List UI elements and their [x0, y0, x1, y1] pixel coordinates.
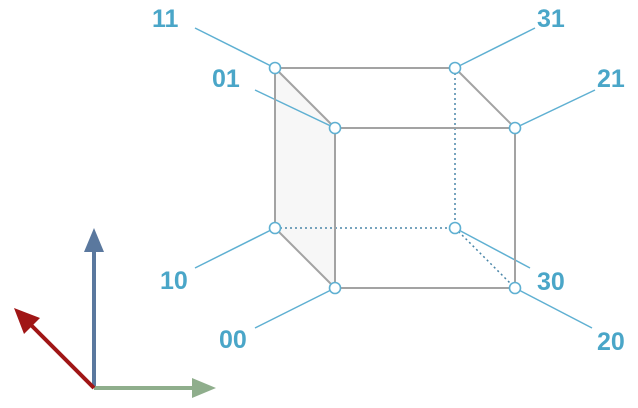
- edge-30-20: [454, 227, 516, 289]
- leader-21: [514, 89, 596, 129]
- node-31: [448, 61, 462, 75]
- vertex-label-00: 00: [219, 326, 247, 354]
- arrow-up-icon: [84, 228, 104, 252]
- node-01: [328, 121, 342, 135]
- leader-10: [194, 227, 276, 269]
- leader-30: [454, 227, 531, 269]
- leader-31: [454, 27, 536, 69]
- edge-10-00: [274, 227, 336, 289]
- axes: [14, 228, 216, 398]
- leader-11: [194, 27, 276, 69]
- node-30: [448, 221, 462, 235]
- visible-edges: [274, 67, 516, 289]
- leader-00: [254, 287, 336, 329]
- node-21: [508, 121, 522, 135]
- vertex-label-20: 20: [597, 328, 625, 356]
- vertex-label-10: 10: [160, 267, 188, 295]
- leader-20: [514, 287, 593, 329]
- vertex-label-21: 21: [597, 65, 625, 93]
- edge-31-21: [454, 67, 516, 129]
- vertex-nodes: [268, 61, 522, 295]
- axis-diag-shaft: [28, 322, 96, 390]
- arrow-diagonal-icon: [14, 308, 40, 334]
- node-11: [268, 61, 282, 75]
- vertex-label-01: 01: [212, 65, 240, 93]
- leader-lines: [194, 27, 596, 329]
- left-face: [275, 68, 335, 288]
- front-face: [334, 127, 516, 289]
- node-10: [268, 221, 282, 235]
- edge-11-01: [274, 67, 336, 129]
- node-00: [328, 281, 342, 295]
- vertex-label-31: 31: [537, 5, 565, 33]
- node-20: [508, 281, 522, 295]
- arrow-right-icon: [192, 378, 216, 398]
- leader-01: [254, 89, 336, 129]
- hidden-edges: [275, 68, 516, 289]
- vertex-label-11: 11: [152, 5, 179, 33]
- vertex-label-30: 30: [537, 268, 565, 296]
